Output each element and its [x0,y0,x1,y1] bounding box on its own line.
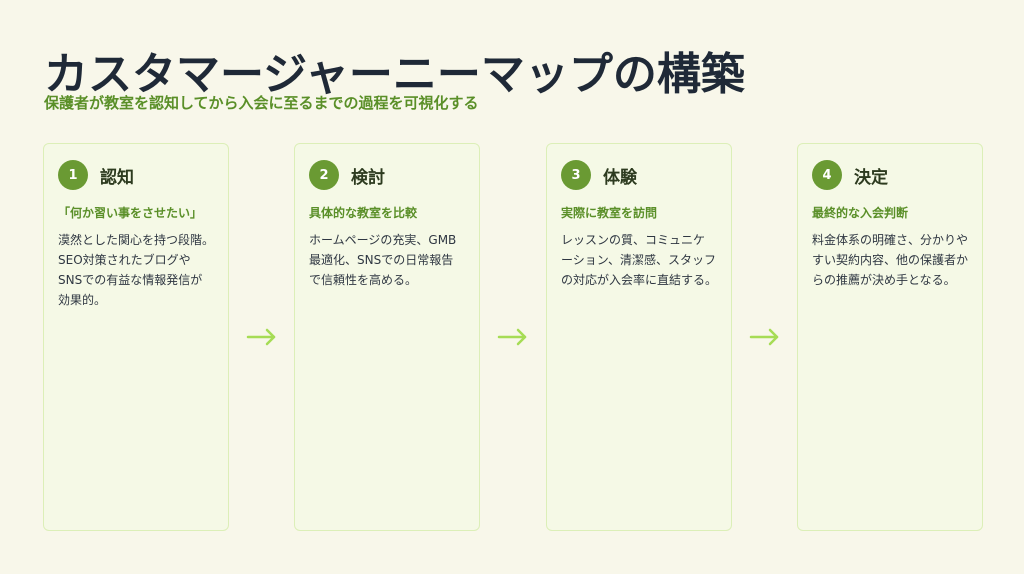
arrow-right-icon [246,328,276,346]
step-number-badge: 2 [309,160,339,190]
page-title: カスタマージャーニーマップの構築 [44,49,745,100]
step-card-decision: 4 決定 最終的な入会判断 料金体系の明確さ、分かりやすい契約内容、他の保護者か… [797,143,983,531]
step-title: 認知 [100,167,134,188]
step-number-badge: 4 [812,160,842,190]
step-title: 決定 [854,167,888,188]
step-description: 漠然とした関心を持つ段階。SEO対策されたブログやSNSでの有益な情報発信が効果… [58,233,215,307]
step-card-consideration: 2 検討 具体的な教室を比較 ホームページの充実、GMB最適化、SNSでの日常報… [294,143,480,531]
step-description: レッスンの質、コミュニケーション、清潔感、スタッフの対応が入会率に直結する。 [561,233,718,287]
step-title: 検討 [351,167,385,188]
step-card-awareness: 1 認知 「何か習い事をさせたい」 漠然とした関心を持つ段階。SEO対策されたブ… [43,143,229,531]
step-subtitle: 実際に教室を訪問 [561,206,658,220]
step-title: 体験 [603,167,637,188]
step-number-badge: 1 [58,160,88,190]
step-subtitle: 「何か習い事をさせたい」 [58,206,203,220]
step-card-trial: 3 体験 実際に教室を訪問 レッスンの質、コミュニケーション、清潔感、スタッフの… [546,143,732,531]
step-subtitle: 具体的な教室を比較 [309,206,418,220]
step-description: ホームページの充実、GMB最適化、SNSでの日常報告で信頼性を高める。 [309,233,457,287]
arrow-right-icon [749,328,779,346]
step-description: 料金体系の明確さ、分かりやすい契約内容、他の保護者からの推薦が決め手となる。 [812,233,969,287]
step-subtitle: 最終的な入会判断 [812,206,909,220]
step-number-badge: 3 [561,160,591,190]
page-subtitle: 保護者が教室を認知してから入会に至るまでの過程を可視化する [44,94,479,112]
arrow-right-icon [497,328,527,346]
